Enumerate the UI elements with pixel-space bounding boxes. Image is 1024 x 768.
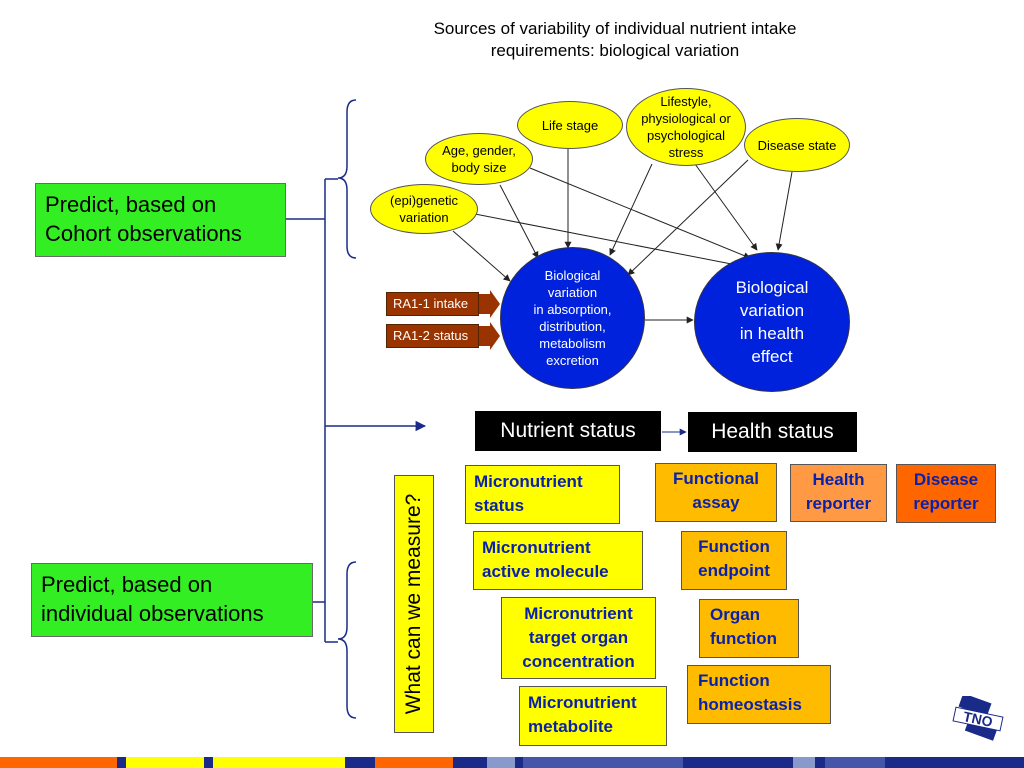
bottom-bar-segment [885,757,1024,768]
bottom-bar-segment [0,757,117,768]
what-can-we-measure-label: What can we measure? [402,493,425,715]
bottom-bar-segment [523,757,683,768]
spine-lines [286,178,427,643]
function-homeostasis-line-2: homeostasis [698,695,802,714]
health-status-label: Health status [711,420,834,443]
function-homeostasis-box: Function homeostasis [687,665,831,724]
factor-age-line-1: Age, gender, [442,143,516,158]
ra-status-box: RA1-2 status [386,324,479,348]
function-endpoint-box: Function endpoint [681,531,787,590]
ra-intake-box: RA1-1 intake [386,292,479,316]
predict-cohort-box: Predict, based on Cohort observations [35,183,286,257]
organ-function-box: Organ function [699,599,799,658]
factor-epigenetic-line-1: (epi)genetic [390,193,458,208]
bottom-bar-segment [126,757,204,768]
bio-variation-health-effect-label: Biological variation in health effect [735,278,809,366]
micronutrient-target-line-3: concentration [522,652,635,671]
bottom-bar-segment [793,757,815,768]
micronutrient-target-line-1: Micronutrient [524,604,633,623]
micronutrient-target-box: Micronutrient target organ concentration [501,597,656,679]
micronutrient-status-line-1: Micronutrient [474,472,583,491]
predict-individual-line-1: Predict, based on [41,572,213,597]
factor-epigenetic: (epi)genetic variation [370,184,478,234]
factor-lifestyle-line-3: psychological [646,128,726,143]
micronutrient-metabolite-box: Micronutrient metabolite [519,686,667,746]
health-status-box: Health status [688,412,857,452]
tno-logo: TNO [952,696,1004,741]
bottom-bar-segment [204,757,213,768]
lower-brace [337,561,357,719]
factor-lifestyle-line-4: stress [668,145,704,160]
factor-age-gender: Age, gender, body size [425,133,533,185]
predict-cohort-line-2: Cohort observations [45,221,242,246]
function-homeostasis-line-1: Function [698,671,770,690]
organ-function-line-1: Organ [710,605,761,624]
factor-disease-state: Disease state [744,118,850,172]
ra-status-label: RA1-2 status [393,328,469,343]
bio-variation-health-effect: Biological variation in health effect [694,252,850,392]
what-can-we-measure-box: What can we measure? [394,475,434,733]
bottom-bar-segment [815,757,825,768]
factor-lifestyle: Lifestyle, physiological or psychologica… [626,88,746,166]
disease-reporter-line-2: reporter [913,494,979,513]
title-line-2: requirements: biological variation [490,41,740,60]
ra-arrowheads [478,290,500,350]
function-endpoint-line-1: Function [698,537,770,556]
upper-brace [337,99,357,259]
nutrient-status-label: Nutrient status [500,419,636,442]
disease-reporter-line-1: Disease [913,470,979,489]
predict-individual-line-2: individual observations [41,601,264,626]
nutrient-status-box: Nutrient status [475,411,661,451]
micronutrient-metabolite-line-1: Micronutrient [528,693,637,712]
micronutrient-active-box: Micronutrient active molecule [473,531,643,590]
bottom-bar-segment [515,757,523,768]
bio-variation-absorption-label: Biological variation in absorption, dist… [533,268,612,368]
function-endpoint-line-2: endpoint [698,561,770,580]
ra-intake-label: RA1-1 intake [393,296,469,311]
disease-reporter-box: Disease reporter [896,464,996,523]
functional-assay-line-2: assay [692,493,740,512]
predict-cohort-line-1: Predict, based on [45,192,217,217]
bottom-bar-segment [453,757,487,768]
factor-age-line-2: body size [451,160,507,175]
micronutrient-status-line-2: status [474,496,525,515]
bottom-bar-segment [117,757,126,768]
bottom-bar-segment [487,757,515,768]
factor-epigenetic-line-2: variation [399,210,449,225]
bottom-bar-segment [213,757,345,768]
title-line-1: Sources of variability of individual nut… [433,19,797,38]
functional-assay-line-1: Functional [673,469,759,488]
tno-logo-text: TNO [962,708,994,730]
health-reporter-line-1: Health [812,470,865,489]
predict-individual-box: Predict, based on individual observation… [31,563,313,637]
micronutrient-active-line-1: Micronutrient [482,538,591,557]
functional-assay-box: Functional assay [655,463,777,522]
bottom-bar-segment [345,757,375,768]
factor-arrows [452,148,793,436]
micronutrient-active-line-2: active molecule [482,562,609,581]
bottom-bar-segment [825,757,885,768]
factor-lifestyle-line-1: Lifestyle, [660,94,712,109]
health-reporter-line-2: reporter [805,494,872,513]
factor-lifestyle-line-2: physiological or [641,111,731,126]
micronutrient-metabolite-line-2: metabolite [528,717,614,736]
page-title: Sources of variability of individual nut… [380,18,850,62]
factor-disease-state-label: Disease state [757,137,837,153]
bottom-bar-segment [683,757,793,768]
factor-life-stage-label: Life stage [541,117,599,133]
organ-function-line-2: function [710,629,778,648]
bio-variation-absorption: Biological variation in absorption, dist… [500,247,645,389]
bottom-bar-segment [375,757,453,768]
micronutrient-target-line-2: target organ [528,628,629,647]
factor-life-stage: Life stage [517,101,623,149]
micronutrient-status-box: Micronutrient status [465,465,620,524]
health-reporter-box: Health reporter [790,464,887,522]
